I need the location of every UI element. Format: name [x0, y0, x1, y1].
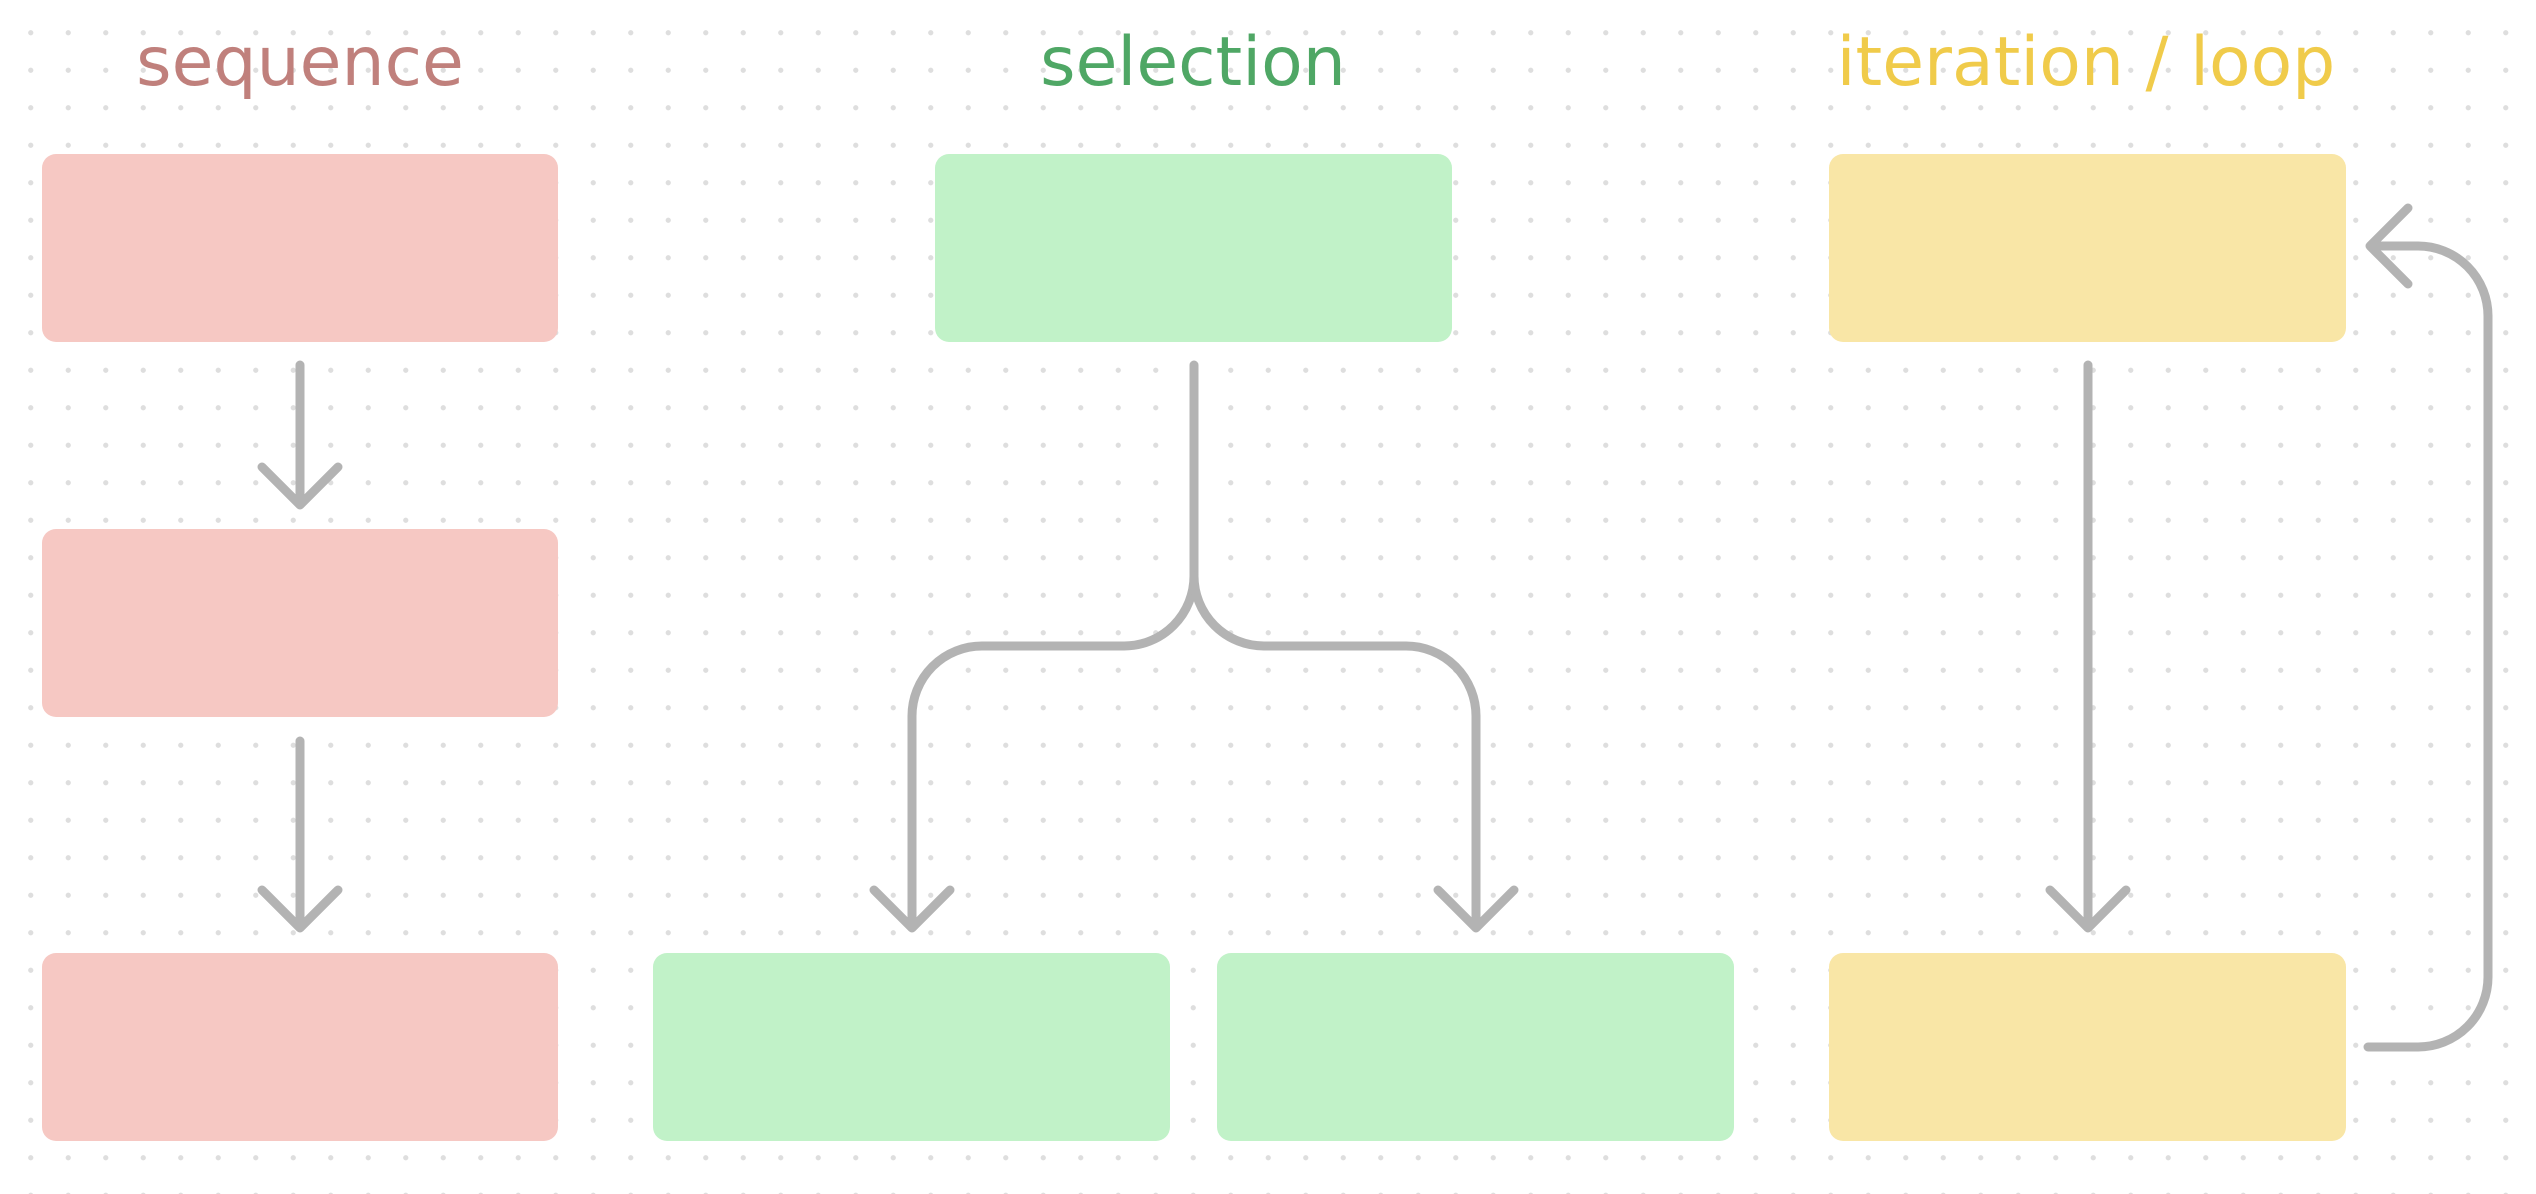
selection-branch-right-arrow: [1189, 571, 1519, 933]
selection-branch-right-box[interactable]: [1217, 953, 1734, 1141]
heading-sequence: sequence: [136, 23, 464, 102]
sequence-arrow-1: [257, 360, 343, 510]
selection-branch-left-box[interactable]: [653, 953, 1170, 1141]
heading-selection: selection: [1040, 23, 1346, 102]
iteration-down-arrow: [2045, 360, 2131, 933]
sequence-box-2[interactable]: [42, 529, 558, 717]
iteration-loop-back-arrow: [2363, 203, 2493, 1052]
heading-iteration-loop: iteration / loop: [1836, 23, 2336, 102]
iteration-top-box[interactable]: [1829, 154, 2346, 342]
selection-condition-box[interactable]: [935, 154, 1452, 342]
iteration-bottom-box[interactable]: [1829, 953, 2346, 1141]
selection-branch-left-arrow: [869, 360, 1199, 933]
sequence-box-3[interactable]: [42, 953, 558, 1141]
sequence-box-1[interactable]: [42, 154, 558, 342]
sequence-arrow-2: [257, 736, 343, 933]
